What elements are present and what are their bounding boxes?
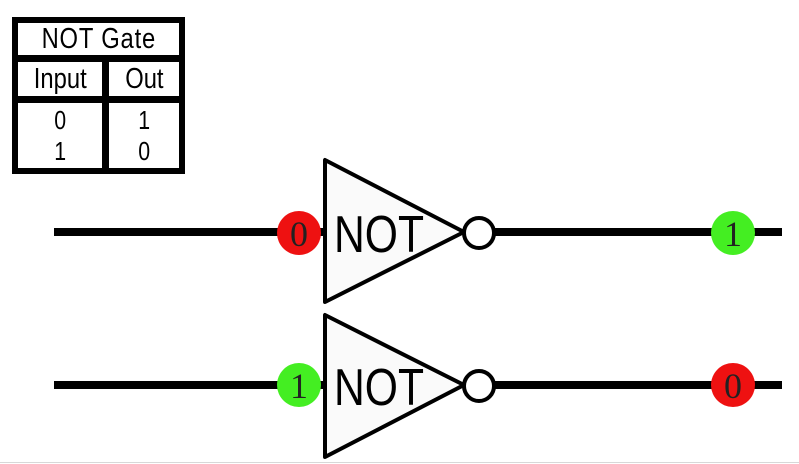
truth-table-title: NOT Gate xyxy=(18,23,179,62)
truth-table-output-column: 1 0 xyxy=(109,103,179,168)
header-input-text: Input xyxy=(33,62,87,95)
header-output-text: Out xyxy=(124,62,164,95)
input-signal xyxy=(277,211,321,255)
truth-table-title-text: NOT Gate xyxy=(41,22,156,55)
cell-text: 0 xyxy=(138,135,150,166)
input-value: 1 xyxy=(290,366,308,406)
truth-table: NOT Gate Input Out 0 1 1 0 xyxy=(12,17,185,174)
gate-triangle xyxy=(323,313,466,459)
truth-table-cell: 0 xyxy=(53,105,67,136)
truth-table-header-input: Input xyxy=(18,62,109,103)
input-value: 0 xyxy=(290,214,308,254)
output-value: 0 xyxy=(724,366,742,406)
not-gate-2: NOT 1 0 xyxy=(54,313,782,459)
inversion-bubble xyxy=(462,369,496,403)
cell-text: 1 xyxy=(54,135,66,166)
truth-table-cell: 1 xyxy=(137,105,151,136)
truth-table-input-column: 0 1 xyxy=(18,103,109,168)
gate-label: NOT xyxy=(334,359,424,417)
gate-label: NOT xyxy=(334,206,424,264)
bottom-divider xyxy=(0,462,799,463)
input-signal xyxy=(277,363,321,407)
cell-text: 1 xyxy=(138,104,150,135)
inversion-bubble xyxy=(462,216,496,250)
truth-table-header-output: Out xyxy=(109,62,179,103)
truth-table-cell: 0 xyxy=(137,136,151,167)
output-signal xyxy=(711,211,755,255)
truth-table-cell: 1 xyxy=(53,136,67,167)
gate-triangle xyxy=(323,158,466,304)
output-signal xyxy=(711,363,755,407)
cell-text: 0 xyxy=(54,104,66,135)
output-value: 1 xyxy=(724,214,742,254)
not-gate-1: NOT 0 1 xyxy=(54,158,782,304)
